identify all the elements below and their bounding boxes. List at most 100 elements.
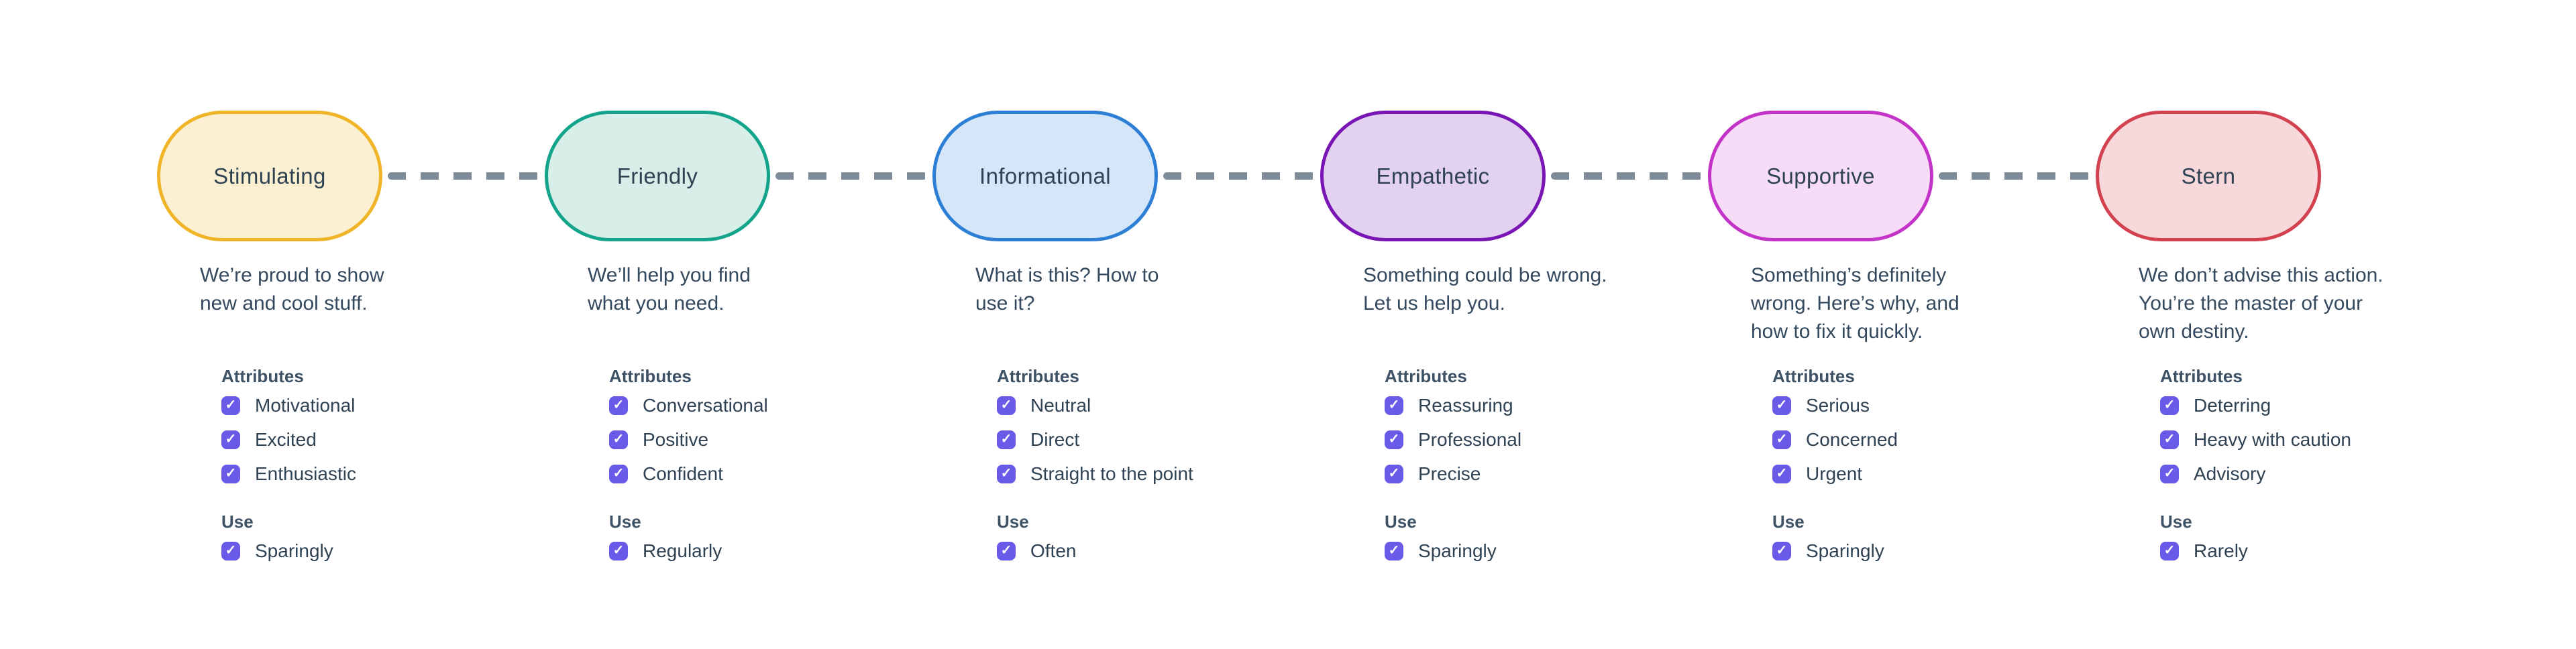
pill-title: Informational	[979, 163, 1111, 188]
use-label: Use	[1772, 512, 1805, 532]
checkmark-icon: ✓	[1000, 432, 1012, 447]
checkmark-icon: ✓	[225, 432, 237, 447]
checkbox-icon[interactable]: ✓	[997, 396, 1016, 415]
checkbox-icon[interactable]: ✓	[609, 430, 628, 449]
pill-title: Friendly	[616, 163, 698, 188]
use-row: ✓ Sparingly	[1772, 540, 2015, 561]
checkbox-label: Excited	[255, 429, 317, 450]
checkbox-label: Sparingly	[255, 540, 333, 561]
tone-column-supportive: Supportive Something’s definitely wrong.…	[1627, 111, 2015, 649]
checkbox-label: Precise	[1418, 463, 1481, 484]
use-row: ✓ Sparingly	[1385, 540, 1627, 561]
pill-title: Stimulating	[213, 163, 326, 188]
tone-column-friendly: Friendly We’ll help you find what you ne…	[464, 111, 851, 649]
checkbox-label: Advisory	[2194, 463, 2266, 484]
checkmark-icon: ✓	[2163, 432, 2176, 447]
checkbox-label: Heavy with caution	[2194, 429, 2352, 450]
checkbox-icon[interactable]: ✓	[1772, 465, 1791, 483]
attribute-row: ✓ Professional	[1385, 429, 1627, 450]
use-row: ✓ Often	[997, 540, 1239, 561]
use-label: Use	[221, 512, 254, 532]
checkbox-icon[interactable]: ✓	[1385, 396, 1403, 415]
tone-column-empathetic: Empathetic Something could be wrong. Let…	[1239, 111, 1627, 649]
checkbox-icon[interactable]: ✓	[221, 430, 240, 449]
checkmark-icon: ✓	[1388, 466, 1400, 481]
checkbox-label: Often	[1030, 540, 1077, 561]
checkbox-label: Straight to the point	[1030, 463, 1193, 484]
checkbox-icon[interactable]: ✓	[221, 465, 240, 483]
attributes-label: Attributes	[609, 366, 692, 386]
checkbox-label: Confident	[643, 463, 723, 484]
tone-column-stern: Stern We don’t advise this action. You’r…	[2015, 111, 2402, 649]
tone-column-stimulating: Stimulating We’re proud to show new and …	[76, 111, 464, 649]
checkmark-icon: ✓	[225, 543, 237, 558]
checkmark-icon: ✓	[1000, 398, 1012, 412]
attribute-row: ✓ Heavy with caution	[2160, 429, 2402, 450]
tone-details: We’re proud to show new and cool stuff. …	[76, 261, 464, 561]
checkbox-icon[interactable]: ✓	[997, 430, 1016, 449]
attribute-row: ✓ Motivational	[221, 395, 464, 416]
checkbox-icon[interactable]: ✓	[1385, 465, 1403, 483]
attribute-row: ✓ Positive	[609, 429, 851, 450]
use-label: Use	[609, 512, 641, 532]
checkbox-icon[interactable]: ✓	[1772, 542, 1791, 560]
tone-pill-informational: Informational	[932, 111, 1158, 241]
checkmark-icon: ✓	[1000, 466, 1012, 481]
checkbox-label: Direct	[1030, 429, 1080, 450]
checkbox-label: Regularly	[643, 540, 722, 561]
checkbox-icon[interactable]: ✓	[997, 542, 1016, 560]
checkbox-icon[interactable]: ✓	[1772, 430, 1791, 449]
checkbox-label: Motivational	[255, 395, 356, 416]
attribute-row: ✓ Reassuring	[1385, 395, 1627, 416]
checkbox-icon[interactable]: ✓	[221, 396, 240, 415]
checkbox-icon[interactable]: ✓	[221, 542, 240, 560]
checkmark-icon: ✓	[2163, 543, 2176, 558]
use-label: Use	[997, 512, 1029, 532]
attributes-label: Attributes	[2160, 366, 2243, 386]
checkbox-icon[interactable]: ✓	[1772, 396, 1791, 415]
checkbox-icon[interactable]: ✓	[1385, 430, 1403, 449]
tone-description: We’ll help you find what you need.	[588, 264, 751, 314]
checkbox-icon[interactable]: ✓	[2160, 465, 2179, 483]
attribute-row: ✓ Enthusiastic	[221, 463, 464, 484]
attribute-row: ✓ Straight to the point	[997, 463, 1239, 484]
checkmark-icon: ✓	[612, 466, 625, 481]
checkbox-icon[interactable]: ✓	[609, 542, 628, 560]
attributes-label: Attributes	[221, 366, 304, 386]
checkbox-label: Rarely	[2194, 540, 2248, 561]
checkbox-icon[interactable]: ✓	[2160, 430, 2179, 449]
tone-details: We’ll help you find what you need. Attri…	[464, 261, 851, 561]
checkbox-icon[interactable]: ✓	[609, 465, 628, 483]
use-row: ✓ Sparingly	[221, 540, 464, 561]
tone-description: Something could be wrong. Let us help yo…	[1363, 264, 1607, 314]
checkmark-icon: ✓	[2163, 466, 2176, 481]
attribute-row: ✓ Advisory	[2160, 463, 2402, 484]
checkbox-icon[interactable]: ✓	[1385, 542, 1403, 560]
checkbox-label: Conversational	[643, 395, 768, 416]
tone-details: We don’t advise this action. You’re the …	[2015, 261, 2402, 561]
attribute-row: ✓ Direct	[997, 429, 1239, 450]
checkbox-icon[interactable]: ✓	[2160, 396, 2179, 415]
attributes-label: Attributes	[997, 366, 1079, 386]
attribute-row: ✓ Urgent	[1772, 463, 2015, 484]
checkmark-icon: ✓	[1388, 543, 1400, 558]
checkbox-label: Reassuring	[1418, 395, 1513, 416]
tone-description: We’re proud to show new and cool stuff.	[200, 264, 384, 314]
checkbox-icon[interactable]: ✓	[997, 465, 1016, 483]
checkbox-icon[interactable]: ✓	[609, 396, 628, 415]
tone-pill-stern: Stern	[2096, 111, 2321, 241]
attribute-row: ✓ Neutral	[997, 395, 1239, 416]
checkbox-icon[interactable]: ✓	[2160, 542, 2179, 560]
tone-pill-friendly: Friendly	[545, 111, 770, 241]
checkbox-label: Serious	[1806, 395, 1870, 416]
tone-pill-empathetic: Empathetic	[1320, 111, 1546, 241]
checkmark-icon: ✓	[2163, 398, 2176, 412]
checkmark-icon: ✓	[1388, 432, 1400, 447]
checkmark-icon: ✓	[1776, 432, 1788, 447]
attributes-label: Attributes	[1772, 366, 1855, 386]
checkbox-label: Professional	[1418, 429, 1522, 450]
tone-column-informational: Informational What is this? How to use i…	[851, 111, 1239, 649]
checkbox-label: Positive	[643, 429, 709, 450]
checkbox-label: Urgent	[1806, 463, 1863, 484]
